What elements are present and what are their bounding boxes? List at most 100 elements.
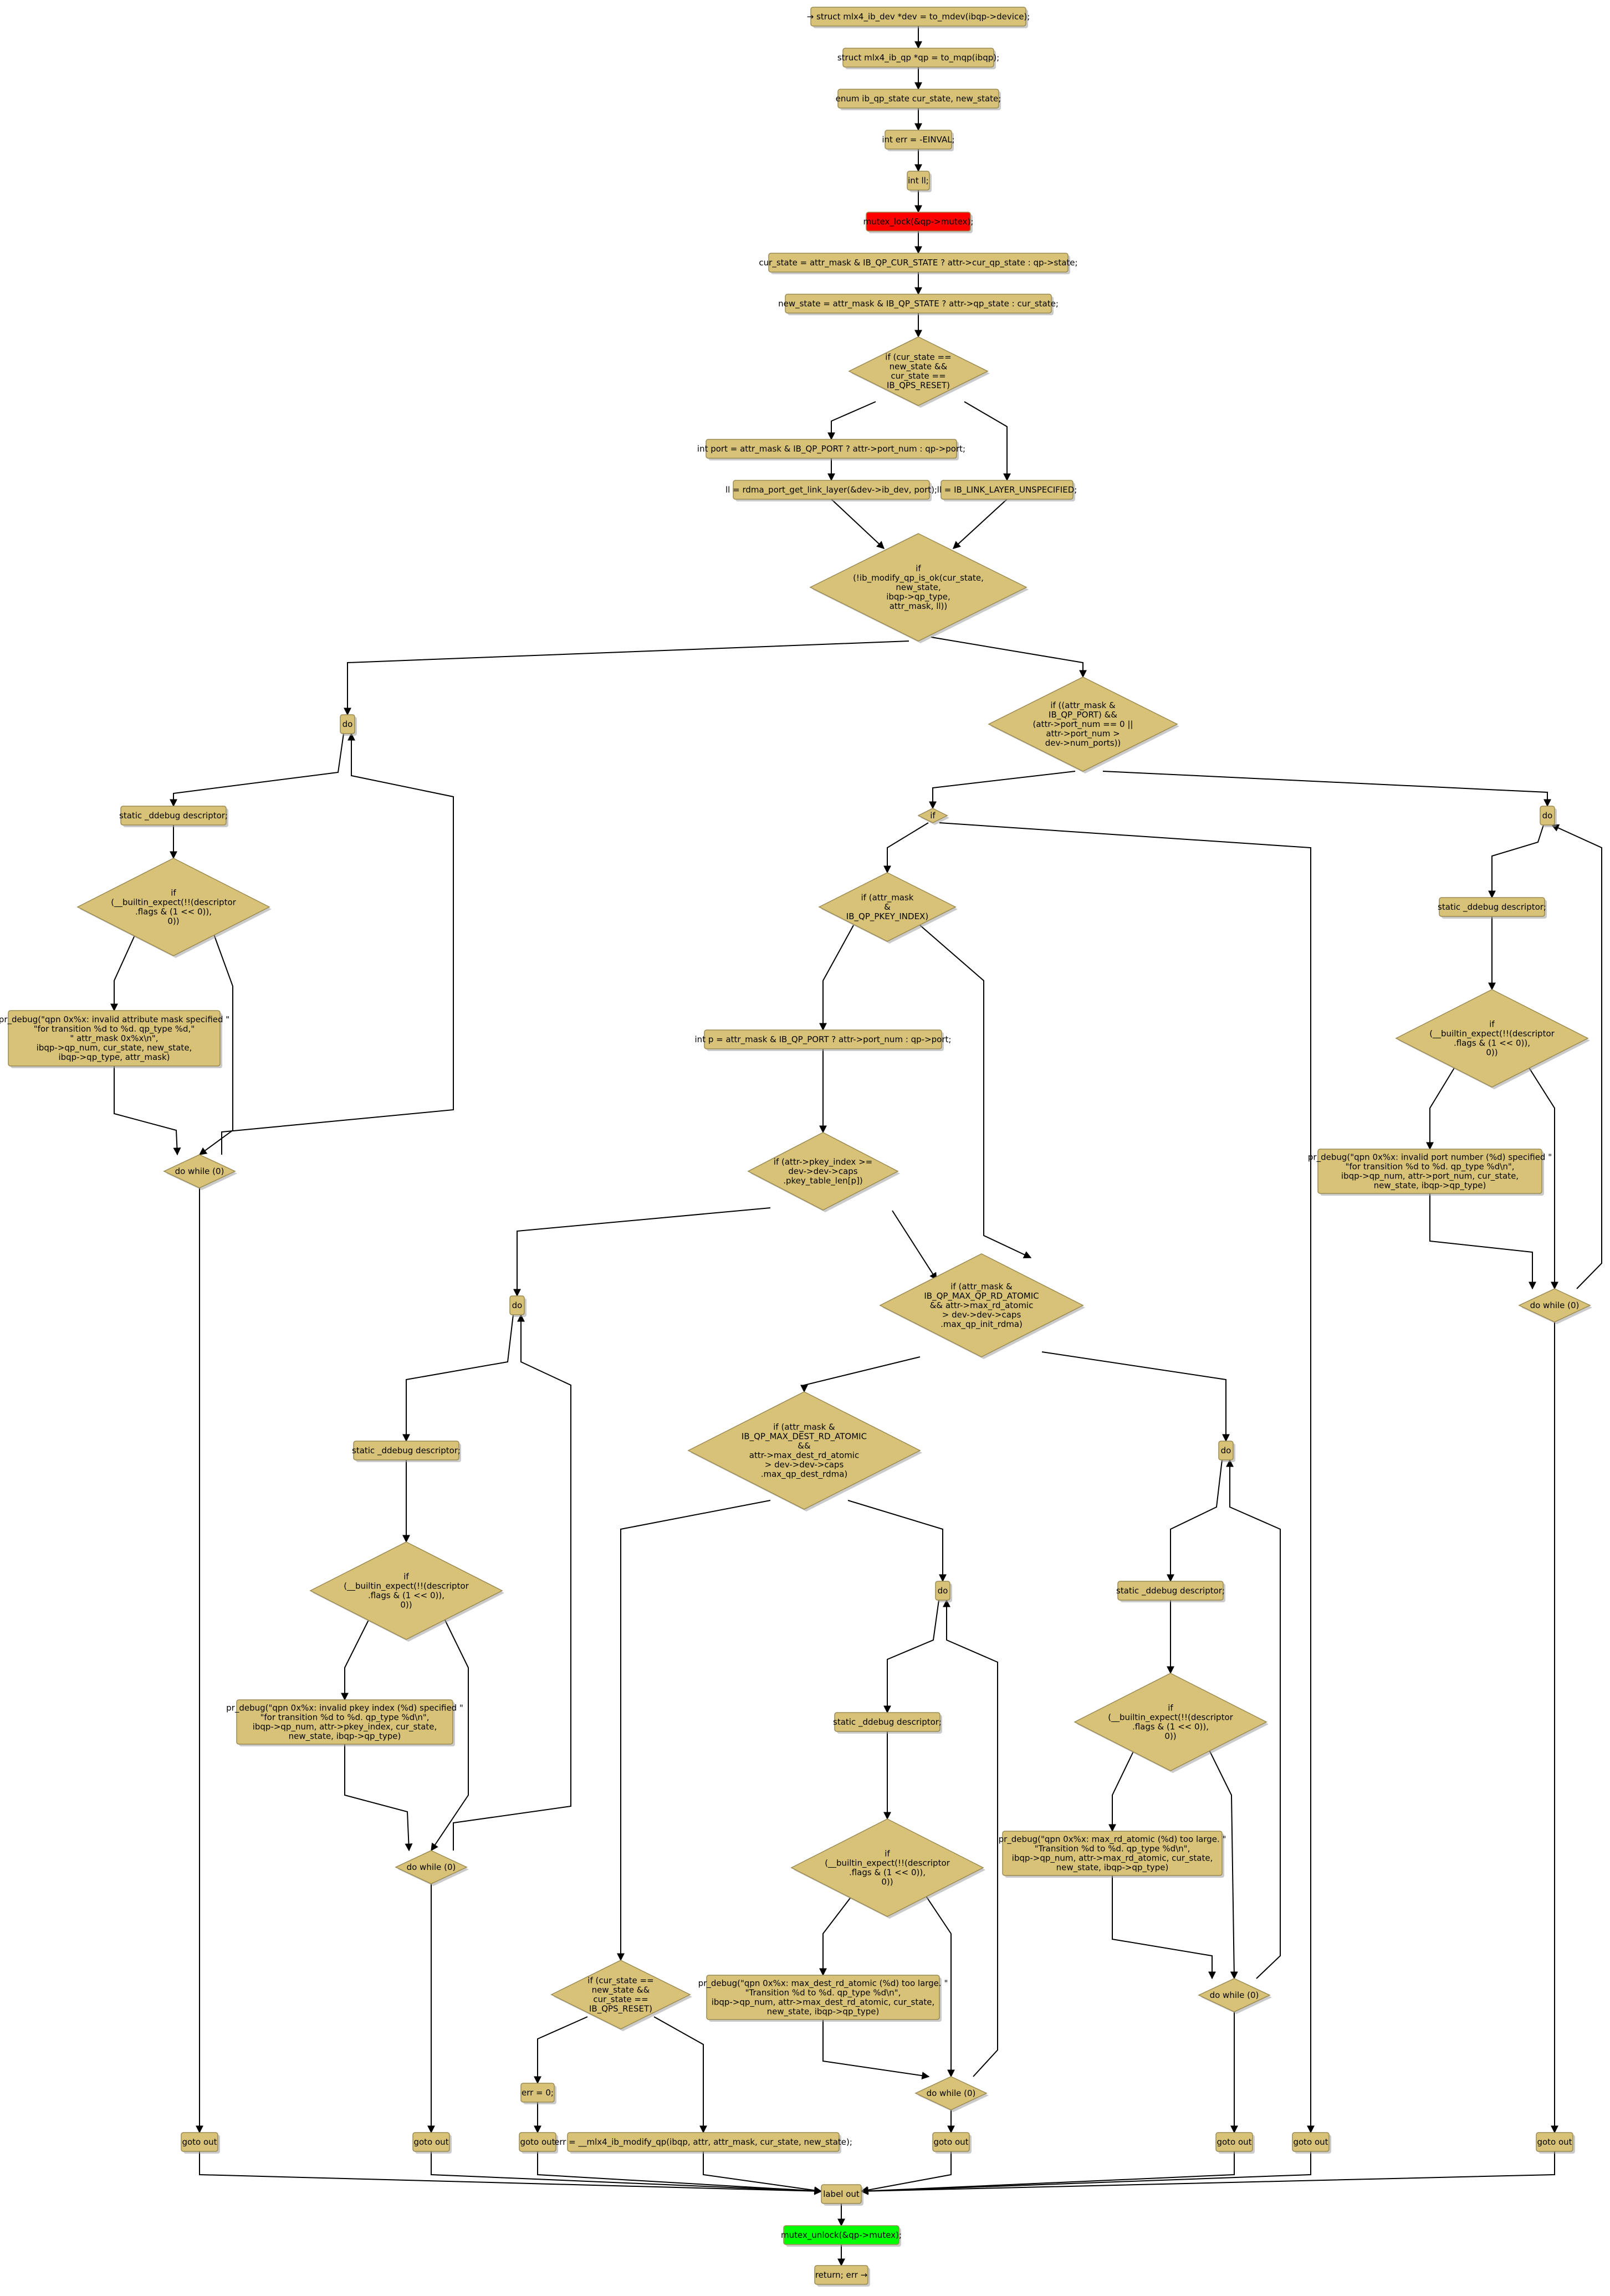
- node-label: if: [930, 811, 936, 821]
- node-label: goto out: [1293, 2137, 1328, 2147]
- node-n28: pr_debug("qpn 0x%x: invalid pkey index (…: [226, 1699, 463, 1746]
- node-n19: goto out: [181, 2132, 220, 2154]
- node-n5: int ll;: [907, 171, 932, 192]
- decision-shape: [790, 1818, 984, 1917]
- decision-shape: [76, 858, 270, 956]
- node-label: ibqp->qp_num, cur_state, new_state,: [37, 1043, 192, 1053]
- node-label: label out: [823, 2189, 860, 2199]
- node-label: if: [1168, 1703, 1173, 1713]
- edge-n32-n37: [847, 1500, 947, 1582]
- edge-n52-n54: [1526, 1064, 1558, 1290]
- edge-n55-n56: [860, 2151, 1555, 2195]
- edge-n54-n50: [1551, 824, 1602, 1289]
- node-label: int p = attr_mask & IB_QP_PORT ? attr->p…: [695, 1034, 952, 1045]
- statement-box: [353, 1441, 459, 1460]
- node-label: IB_QP_MAX_DEST_RD_ATOMIC: [742, 1432, 867, 1442]
- statement-box: [1002, 1831, 1223, 1876]
- node-n48: goto out: [1215, 2132, 1255, 2154]
- edge-n46-n47: [1112, 1875, 1216, 1980]
- node-label: "for transition %d to %d. qp_type %d\n",: [1345, 1162, 1514, 1172]
- edge-n27-n29: [431, 1616, 469, 1852]
- node-label: goto out: [1537, 2137, 1572, 2147]
- node-n21: if: [917, 808, 949, 825]
- node-label: .max_qp_init_rdma): [941, 1319, 1023, 1330]
- node-n42: goto out: [932, 2132, 972, 2154]
- edge-n13-n14: [344, 640, 909, 716]
- edge-n37-n38: [883, 1600, 939, 1714]
- edge-n45-n46: [1108, 1747, 1136, 1832]
- statement-box: [768, 253, 1069, 273]
- statement-box: [1536, 2132, 1573, 2152]
- node-label: (!ib_modify_qp_is_ok(cur_state,: [853, 573, 984, 583]
- node-n30: goto out: [412, 2132, 452, 2154]
- node-label: do: [512, 1300, 523, 1310]
- statement-box: [1439, 897, 1545, 917]
- statement-box: [866, 212, 971, 232]
- node-label: if (attr_mask: [861, 893, 914, 903]
- edge-n31-n32: [800, 1356, 921, 1393]
- edge-n22-n31: [919, 925, 1032, 1258]
- statement-box: [706, 439, 957, 459]
- node-n57: mutex_unlock(&qp->mutex);: [781, 2225, 902, 2247]
- node-n16: if(__builtin_expect(!!(descriptor.flags …: [76, 858, 272, 958]
- node-label: .flags & (1 << 0)),: [1454, 1038, 1530, 1048]
- node-label: "Transition %d to %d. qp_type %d\n",: [1035, 1844, 1190, 1854]
- node-n29: do while (0): [395, 1850, 469, 1886]
- edge-n27-n28: [341, 1616, 371, 1701]
- node-n8: new_state = attr_mask & IB_QP_STATE ? at…: [778, 294, 1059, 315]
- decision-shape: [809, 533, 1028, 642]
- node-n1: → struct mlx4_ib_dev *dev = to_mdev(ibqp…: [807, 7, 1030, 28]
- node-label: ibqp->qp_num, attr->max_rd_atomic, cur_s…: [1012, 1853, 1213, 1864]
- node-label: 0)): [167, 916, 179, 926]
- node-label: ll = IB_LINK_LAYER_UNSPECIFIED;: [937, 485, 1077, 495]
- node-label: static _ddebug descriptor;: [119, 811, 228, 821]
- node-label: ibqp->qp_type, attr_mask): [58, 1052, 170, 1063]
- node-label: int ll;: [908, 176, 929, 186]
- node-label: if (attr->pkey_index >=: [774, 1157, 872, 1167]
- statement-box: [704, 1029, 942, 1049]
- node-label: goto out: [413, 2137, 448, 2147]
- node-label: new_state, ibqp->qp_type): [1374, 1181, 1486, 1191]
- statement-box: [181, 2132, 218, 2152]
- node-label: IB_QP_PKEY_INDEX): [846, 911, 928, 922]
- statement-box: [567, 2132, 840, 2152]
- statement-box: [783, 2225, 899, 2245]
- decision-shape: [914, 2076, 988, 2110]
- node-label: pr_debug("qpn 0x%x: invalid attribute ma…: [0, 1014, 229, 1025]
- node-label: " attr_mask 0x%x\n",: [70, 1033, 158, 1044]
- edge-n47-n43: [1226, 1459, 1281, 1979]
- decision-shape: [309, 1541, 503, 1640]
- node-label: .flags & (1 << 0)),: [849, 1868, 926, 1878]
- statement-box: [1215, 2132, 1253, 2152]
- node-label: if: [916, 563, 921, 573]
- node-label: enum ib_qp_state cur_state, new_state;: [836, 94, 1001, 104]
- statement-box: [935, 1581, 950, 1601]
- node-label: 0)): [1164, 1731, 1176, 1741]
- node-label: goto out: [1217, 2137, 1251, 2147]
- edge-n28-n29: [344, 1744, 413, 1852]
- node-n4: int err = -EINVAL;: [882, 130, 955, 151]
- node-label: "Transition %d to %d. qp_type %d\n",: [745, 1988, 901, 1998]
- node-label: .flags & (1 << 0)),: [135, 907, 212, 917]
- node-n15: static _ddebug descriptor;: [119, 806, 228, 827]
- node-n44: static _ddebug descriptor;: [1116, 1581, 1225, 1602]
- node-label: pr_debug("qpn 0x%x: max_rd_atomic (%d) t…: [999, 1834, 1226, 1845]
- statement-box: [941, 480, 1074, 500]
- edge-n39-n41: [924, 1893, 955, 2078]
- node-n53: pr_debug("qpn 0x%x: invalid port number …: [1308, 1149, 1552, 1196]
- decision-shape: [1518, 1288, 1591, 1323]
- node-label: if: [403, 1572, 409, 1582]
- node-label: (attr->port_num == 0 ||: [1033, 719, 1133, 730]
- node-label: if (attr_mask &: [950, 1282, 1013, 1292]
- node-label: int err = -EINVAL;: [882, 135, 954, 145]
- edge-n30-n56: [431, 2151, 822, 2195]
- decision-shape: [917, 808, 948, 823]
- node-label: new_state = attr_mask & IB_QP_STATE ? at…: [778, 299, 1059, 309]
- edge-n41-n37: [943, 1599, 998, 2077]
- edge-n11-n13: [831, 499, 885, 549]
- node-label: err = 0;: [522, 2088, 554, 2098]
- edge-n25-n26: [402, 1314, 514, 1442]
- statement-box: [520, 2083, 555, 2103]
- node-label: ibqp->qp_num, attr->port_num, cur_state,: [1341, 1171, 1519, 1182]
- edge-n33-n34: [534, 2016, 588, 2084]
